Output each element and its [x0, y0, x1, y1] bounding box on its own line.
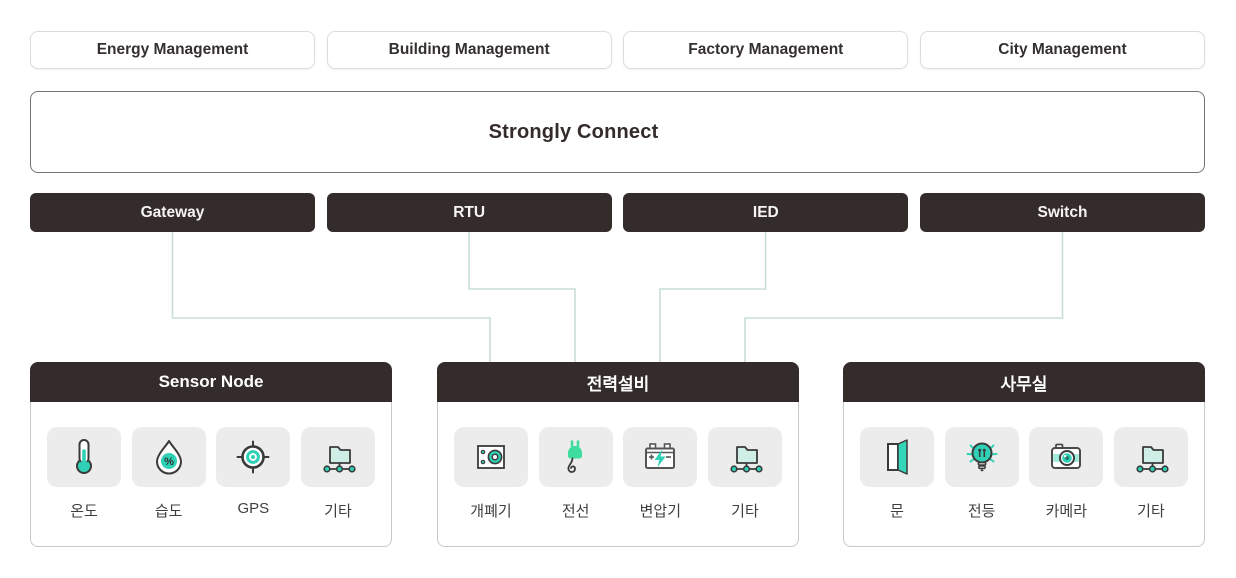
panel-power-equipment: 전력설비: [437, 362, 799, 547]
switch-label: Switch: [1037, 203, 1088, 221]
panel-power-equipment-title: 전력설비: [586, 374, 650, 394]
network-icon: [1136, 446, 1169, 473]
panel-power-equipment-body: 개폐기 전선 변압기 기타: [437, 402, 799, 547]
strongly-connect-label: Strongly Connect: [488, 120, 659, 143]
strongly-connect-box: Strongly Connect: [30, 91, 1205, 173]
panel-sensor-node-title: Sensor Node: [158, 372, 264, 391]
tile-label-etc: 기타: [324, 503, 352, 520]
gateway-label: Gateway: [140, 203, 205, 221]
wire-ied-to-transformer: [659, 232, 767, 362]
panel-sensor-node-body: %: [30, 402, 392, 547]
plug-icon: [567, 440, 582, 473]
transformer-icon: [645, 443, 676, 469]
wire-rtu-to-wire: [468, 232, 576, 362]
panel-office-title: 사무실: [1000, 374, 1048, 394]
tile-transformer: [623, 427, 698, 487]
ied-label: IED: [752, 203, 779, 221]
energy-management-label: Energy Management: [96, 41, 249, 58]
tile-label-etc: 기타: [1137, 503, 1165, 520]
tile-temperature: [47, 427, 121, 487]
humidity-percent-glyph: %: [164, 456, 174, 468]
rtu-label: RTU: [453, 203, 486, 221]
switchgear-icon: [477, 445, 505, 469]
network-icon: [323, 446, 356, 473]
tile-label-transformer: 변압기: [639, 503, 682, 520]
network-icon: [730, 446, 763, 473]
tile-label-etc: 기타: [731, 503, 759, 520]
tile-label-gps: GPS: [237, 500, 270, 517]
label-row: 온도 습도 GPS 기타: [47, 500, 375, 521]
city-management-button[interactable]: City Management: [919, 31, 1205, 69]
wire-switch-to-etc: [744, 232, 1064, 362]
panel-sensor-node: Sensor Node %: [30, 362, 392, 547]
panel-office: 사무실: [843, 362, 1205, 547]
panel-office-body: 문 전등 카메라 기타: [843, 402, 1205, 547]
thermometer-icon: [76, 439, 92, 474]
tile-label-wire: 전선: [561, 503, 590, 520]
panel-power-equipment-header: 전력설비: [437, 362, 799, 402]
building-management-label: Building Management: [388, 41, 550, 58]
wire-gateway-to-switchgear: [171, 232, 491, 362]
tile-etc: [300, 427, 375, 487]
tile-etc: [707, 427, 782, 487]
humidity-icon: %: [155, 440, 182, 475]
label-row: 개폐기 전선 변압기 기타: [454, 500, 782, 521]
panel-sensor-node-header: Sensor Node: [30, 362, 392, 402]
gateway-button[interactable]: Gateway: [30, 193, 315, 232]
service-button-row: Energy Management Building Management Fa…: [30, 31, 1205, 69]
tile-humidity: %: [131, 427, 206, 487]
tile-row: [860, 427, 1188, 487]
panel-office-header: 사무실: [843, 362, 1205, 402]
gps-icon: [236, 440, 270, 474]
tile-etc: [1113, 427, 1188, 487]
door-icon: [887, 439, 908, 475]
tile-row: [454, 427, 782, 487]
camera-icon: [1051, 443, 1082, 469]
building-management-button[interactable]: Building Management: [326, 31, 612, 69]
label-row: 문 전등 카메라 기타: [860, 500, 1188, 521]
tile-door: [860, 427, 934, 487]
rtu-button[interactable]: RTU: [326, 193, 612, 232]
switch-button[interactable]: Switch: [919, 193, 1205, 232]
tile-label-light: 전등: [967, 503, 996, 520]
factory-management-button[interactable]: Factory Management: [623, 31, 909, 69]
tile-label-door: 문: [890, 503, 904, 520]
tile-wire: [538, 427, 613, 487]
device-button-row: Gateway RTU IED Switch: [30, 193, 1205, 232]
tile-label-switchgear: 개폐기: [470, 503, 512, 520]
lightbulb-icon: [966, 442, 998, 472]
tile-row: %: [47, 427, 375, 487]
factory-management-label: Factory Management: [688, 41, 844, 58]
ied-button[interactable]: IED: [623, 193, 909, 232]
tile-label-humidity: 습도: [154, 503, 183, 520]
tile-camera: [1029, 427, 1104, 487]
tile-label-temperature: 온도: [70, 503, 98, 520]
city-management-label: City Management: [998, 41, 1127, 58]
tile-switchgear: [454, 427, 528, 487]
tile-light: [944, 427, 1019, 487]
energy-management-button[interactable]: Energy Management: [30, 31, 315, 69]
tile-label-camera: 카메라: [1045, 503, 1088, 520]
tile-gps: [216, 427, 291, 487]
